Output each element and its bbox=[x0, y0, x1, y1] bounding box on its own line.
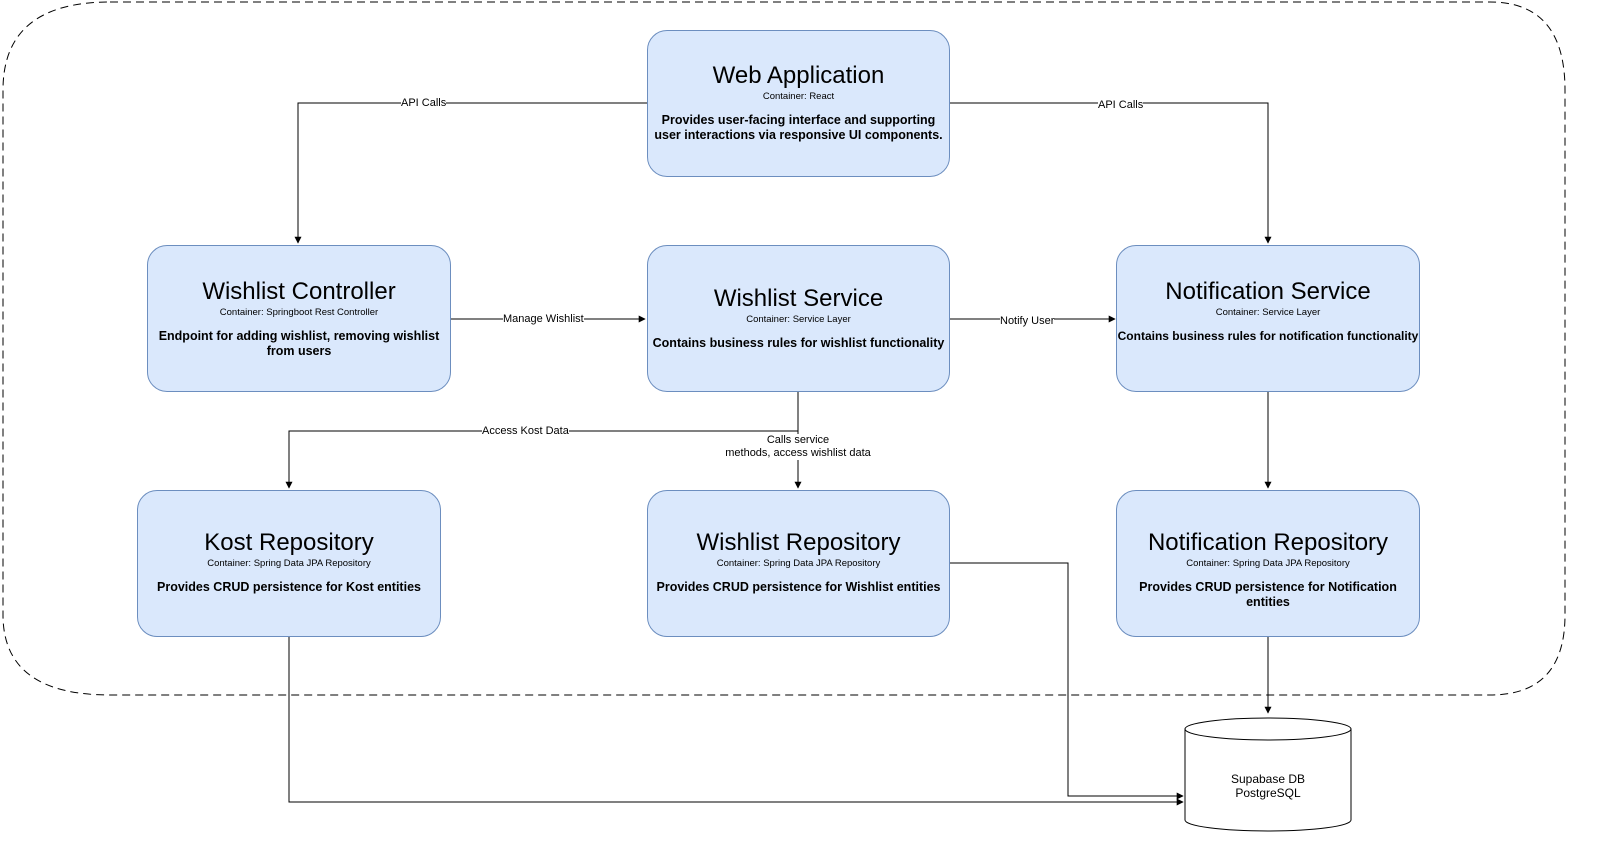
node-description: Endpoint for adding wishlist, removing w… bbox=[158, 329, 440, 358]
node-technology: Container: Service Layer bbox=[746, 314, 851, 325]
edge-web-to-controller bbox=[294, 102, 647, 244]
database-name: Supabase DB bbox=[1230, 772, 1306, 786]
wishlist-service-node[interactable]: Wishlist Service Container: Service Laye… bbox=[647, 245, 950, 392]
node-technology: Container: Spring Data JPA Repository bbox=[1186, 558, 1350, 569]
node-title: Wishlist Repository bbox=[696, 529, 901, 556]
notification-repository-node[interactable]: Notification Repository Container: Sprin… bbox=[1116, 490, 1420, 637]
edge-label-notify-user: Notify User bbox=[1000, 315, 1055, 328]
node-title: Wishlist Service bbox=[713, 285, 884, 312]
edge-label-api-calls-left: API Calls bbox=[401, 97, 447, 110]
node-title: Web Application bbox=[712, 62, 885, 89]
wishlist-repository-node[interactable]: Wishlist Repository Container: Spring Da… bbox=[647, 490, 950, 637]
node-description: Provides CRUD persistence for Notificati… bbox=[1139, 580, 1397, 609]
node-description: Provides CRUD persistence for Wishlist e… bbox=[656, 580, 941, 594]
node-technology: Container: React bbox=[762, 91, 835, 102]
edge-web-to-notification bbox=[950, 102, 1272, 244]
system-boundary bbox=[2, 1, 1566, 696]
node-description: Provides CRUD persistence for Kost entit… bbox=[157, 580, 421, 594]
edge-label-manage-wishlist: Manage Wishlist bbox=[503, 313, 584, 326]
database-cylinder bbox=[1184, 717, 1352, 832]
edge-label-access-kost-data: Access Kost Data bbox=[482, 425, 569, 438]
edge-label-api-calls-right: API Calls bbox=[1098, 99, 1144, 112]
edge-kost-repo-to-db bbox=[288, 637, 1184, 806]
node-description: Provides user-facing interface and suppo… bbox=[654, 113, 943, 142]
node-technology: Container: Springboot Rest Controller bbox=[219, 307, 379, 318]
node-technology: Container: Service Layer bbox=[1215, 307, 1321, 318]
node-description: Contains business rules for notification… bbox=[1117, 329, 1419, 343]
database-label: Supabase DB PostgreSQL bbox=[1185, 772, 1351, 800]
kost-repository-node[interactable]: Kost Repository Container: Spring Data J… bbox=[137, 490, 441, 637]
node-description: Contains business rules for wishlist fun… bbox=[652, 336, 945, 350]
web-application-node[interactable]: Web Application Container: React Provide… bbox=[647, 30, 950, 177]
node-title: Kost Repository bbox=[204, 529, 374, 556]
node-title: Notification Service bbox=[1165, 278, 1371, 305]
edge-label-line: Calls service bbox=[766, 434, 830, 446]
database-engine: PostgreSQL bbox=[1235, 786, 1301, 800]
node-title: Notification Repository bbox=[1147, 529, 1389, 556]
wishlist-controller-node[interactable]: Wishlist Controller Container: Springboo… bbox=[147, 245, 451, 392]
edge-wishlist-repo-to-db bbox=[950, 562, 1184, 800]
edge-label-calls-service: Calls service methods, access wishlist d… bbox=[718, 434, 878, 460]
node-technology: Container: Spring Data JPA Repository bbox=[716, 558, 881, 569]
node-technology: Container: Spring Data JPA Repository bbox=[207, 558, 371, 569]
node-title: Wishlist Controller bbox=[202, 278, 396, 305]
notification-service-node[interactable]: Notification Service Container: Service … bbox=[1116, 245, 1420, 392]
edge-label-line: methods, access wishlist data bbox=[725, 447, 871, 459]
